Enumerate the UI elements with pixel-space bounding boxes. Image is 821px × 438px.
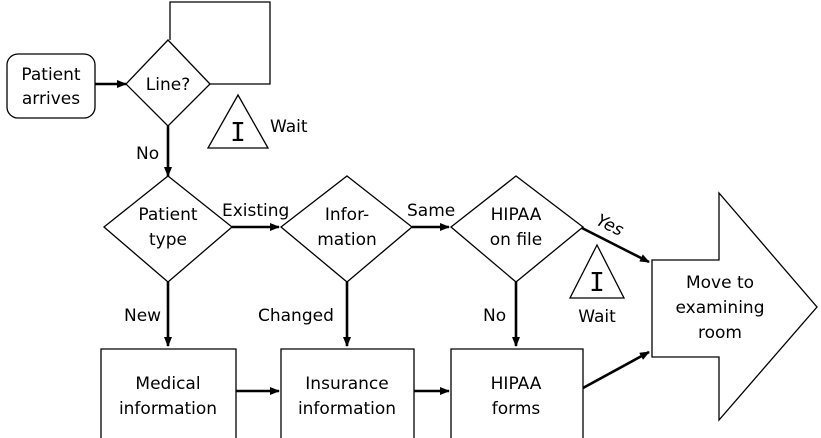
existing-label: Existing (222, 201, 289, 221)
hipaa-forms-label-2: forms (492, 399, 541, 419)
insurance-information-box (280, 348, 415, 438)
changed-label: Changed (258, 306, 334, 326)
medical-information-label-1: Medical (135, 374, 200, 394)
information-label-2: mation (317, 230, 377, 250)
wait-inventory-triangle-1 (206, 93, 270, 149)
wait-label-2: Wait (578, 307, 616, 327)
hipaa-on-file-label-2: on file (490, 230, 542, 250)
patient-type-label-2: type (149, 230, 187, 250)
insurance-information-label-2: information (298, 399, 396, 419)
same-label: Same (407, 201, 455, 221)
wait-label-1: Wait (270, 117, 308, 137)
inventory-symbol-1: I (230, 118, 246, 148)
patient-arrives-box (6, 53, 96, 119)
move-label-2: examining (676, 298, 765, 318)
medical-information-box (100, 348, 237, 438)
hipaa-on-file-label-1: HIPAA (491, 205, 542, 225)
patient-arrives-label-2: arrives (22, 89, 80, 109)
line-decision-label: Line? (146, 75, 190, 95)
hipaa-forms-box (450, 348, 584, 438)
medical-information-label-2: information (119, 399, 217, 419)
line-decision-diamond (125, 39, 211, 127)
patient-type-diamond (102, 175, 234, 283)
information-label-1: Infor- (325, 205, 369, 225)
insurance-information-label-1: Insurance (305, 374, 388, 394)
line-wait-loop (169, 1, 271, 85)
hipaa-forms-label-1: HIPAA (491, 374, 542, 394)
wait-inventory-triangle-2 (568, 243, 626, 299)
move-label-1: Move to (686, 273, 754, 293)
hipaa-on-file-diamond (449, 175, 585, 283)
information-diamond (279, 175, 414, 283)
move-label-3: room (698, 323, 742, 343)
arrow-yes (579, 225, 650, 264)
arrow-forms-to-room (582, 350, 650, 390)
inventory-symbol-2: I (589, 268, 605, 298)
no-line-label: No (136, 144, 159, 164)
patient-arrives-label-1: Patient (21, 65, 81, 85)
no-hipaa-label: No (483, 306, 506, 326)
patient-type-label-1: Patient (138, 205, 198, 225)
new-label: New (124, 306, 161, 326)
move-to-examining-room-arrow (651, 191, 818, 422)
